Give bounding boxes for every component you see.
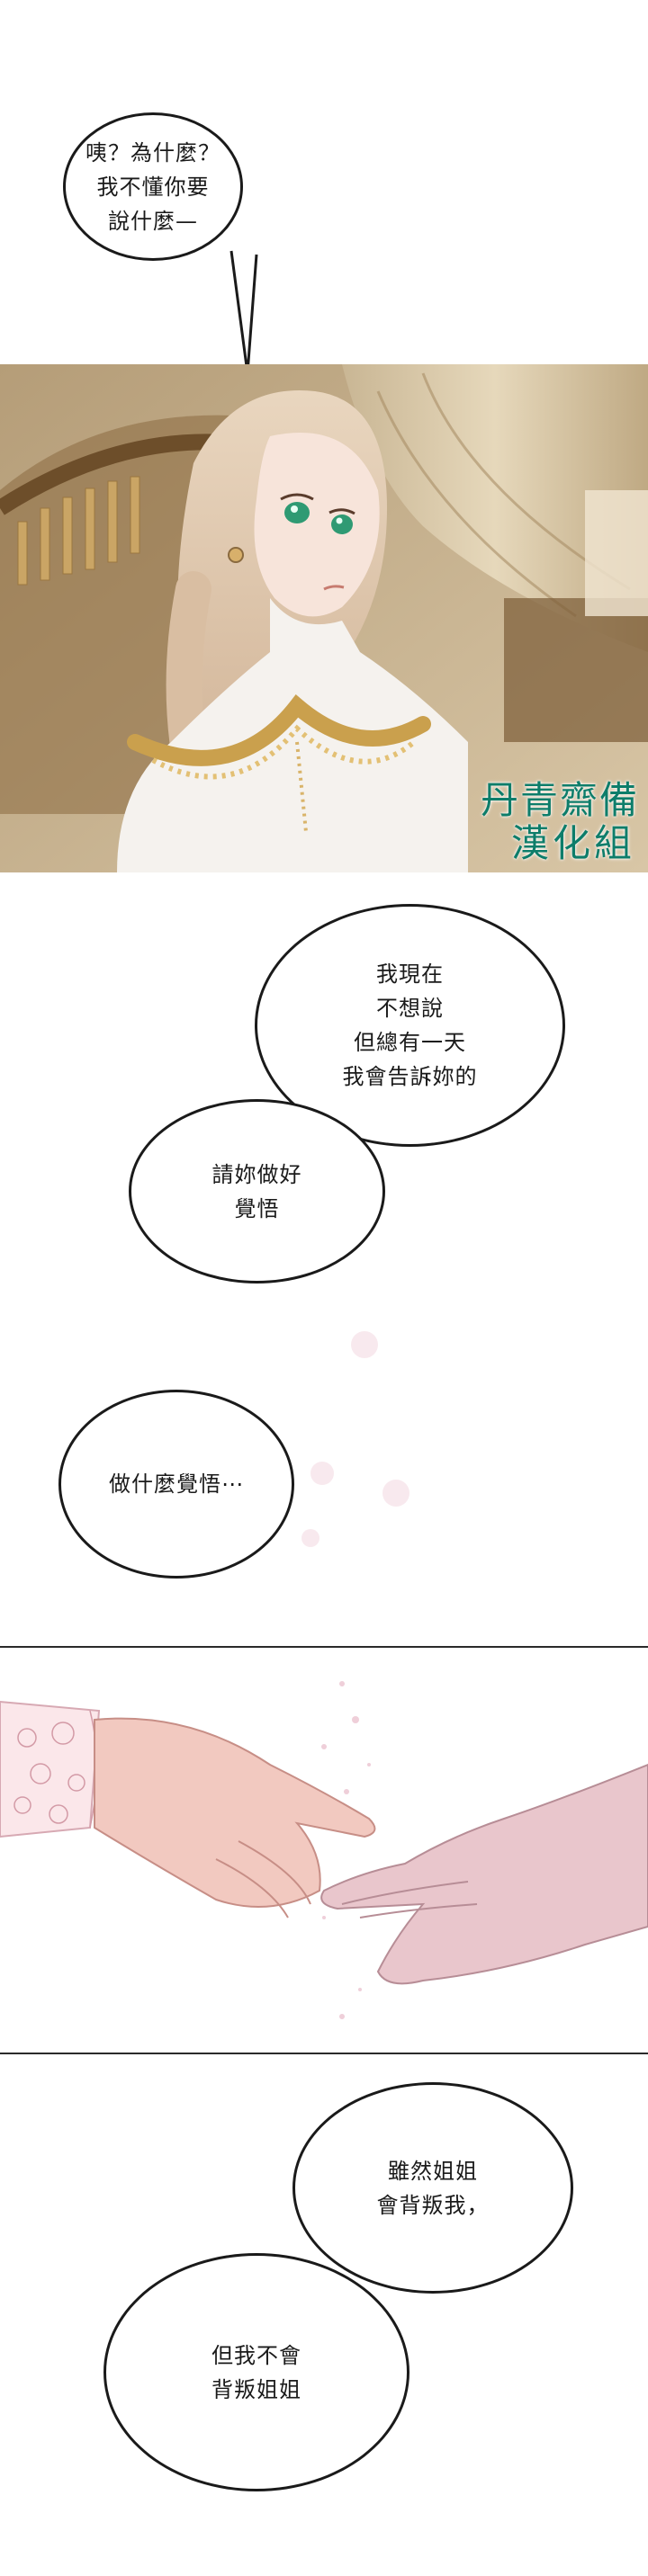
speech-bubble-1: 咦？為什麼？ 我不懂你要 說什麼— bbox=[63, 112, 243, 261]
watermark-line-1: 丹青齋備 bbox=[480, 778, 639, 822]
hands-illustration bbox=[0, 1648, 648, 2053]
petal-decoration bbox=[310, 1462, 334, 1485]
petal-decoration bbox=[382, 1480, 410, 1507]
bubble-3-text: 請妳做好 覺悟 bbox=[212, 1161, 302, 1221]
speech-bubble-4: 做什麼覺悟⋯ bbox=[58, 1390, 294, 1579]
watermark-line-2: 漢化組 bbox=[510, 821, 635, 865]
bubble-5-text: 雖然姐姐 會背叛我， bbox=[376, 2158, 490, 2218]
bubble-1-text: 咦？為什麼？ 我不懂你要 說什麼— bbox=[86, 139, 220, 234]
panel-portrait: 丹青齋備 漢化組 bbox=[0, 364, 648, 872]
portrait-illustration bbox=[0, 364, 648, 872]
bubble-6-text: 但我不會 背叛姐姐 bbox=[212, 2342, 302, 2402]
bubble-4-text: 做什麼覺悟⋯ bbox=[109, 1471, 244, 1497]
speech-bubble-6: 但我不會 背叛姐姐 bbox=[104, 2253, 410, 2491]
watermark: 丹青齋備 漢化組 bbox=[481, 779, 639, 865]
speech-bubble-3: 請妳做好 覺悟 bbox=[129, 1099, 385, 1284]
petal-decoration bbox=[351, 1331, 378, 1358]
panel-hands bbox=[0, 1646, 648, 2054]
petal-decoration bbox=[302, 1529, 320, 1547]
bubble-1-tail bbox=[230, 250, 258, 374]
speech-bubble-5: 雖然姐姐 會背叛我， bbox=[292, 2082, 573, 2294]
bubble-2-text: 我現在 不想說 但總有一天 我會告訴妳的 bbox=[342, 962, 478, 1089]
